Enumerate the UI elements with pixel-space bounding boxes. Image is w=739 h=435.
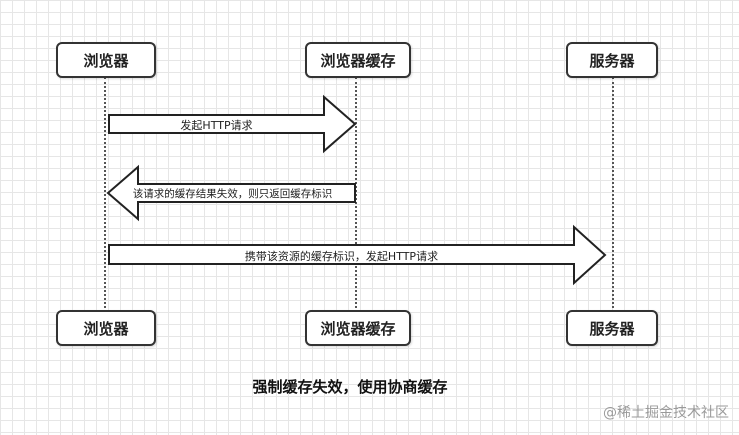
cache-box-bottom: 浏览器缓存	[305, 310, 411, 346]
watermark-text: @稀土掘金技术社区	[603, 405, 729, 421]
browser-lifeline	[104, 77, 106, 312]
server-box-bottom: 服务器	[566, 310, 658, 346]
browser-box-top: 浏览器	[56, 42, 156, 78]
browser-box-bottom: 浏览器	[56, 310, 156, 346]
server-box-top: 服务器	[566, 42, 658, 78]
diagram-caption: 强制缓存失效，使用协商缓存	[252, 378, 448, 396]
request-arrow-label: 发起HTTP请求	[180, 119, 253, 132]
cache-response-arrow-label: 该请求的缓存结果失效，则只返回缓存标识	[132, 188, 333, 200]
cache-box-top: 浏览器缓存	[305, 42, 411, 78]
revalidate-request-arrow-label: 携带该资源的缓存标识，发起HTTP请求	[244, 250, 439, 263]
server-lifeline	[612, 77, 614, 312]
